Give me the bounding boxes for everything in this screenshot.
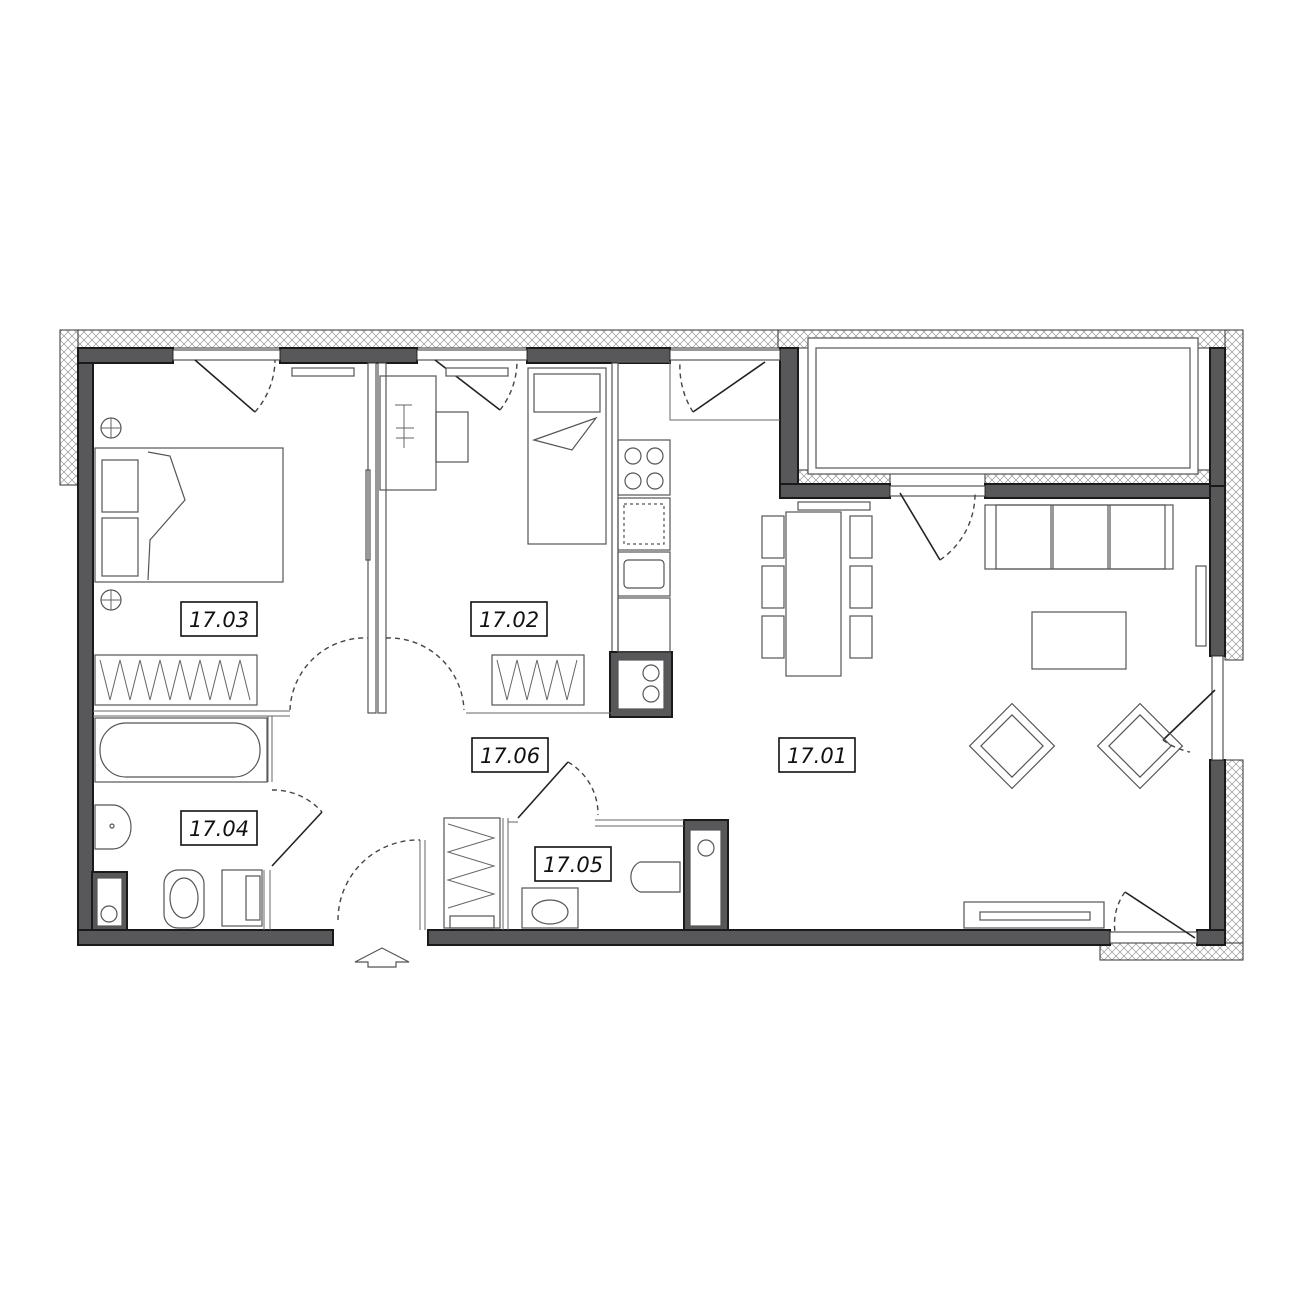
windows: [172, 337, 1224, 944]
room-label-17-01: 17.01: [778, 737, 856, 773]
room-number-17-02: 17.02: [479, 608, 539, 632]
entrance-arrow-icon: [354, 947, 410, 968]
kitchen-furniture: [617, 361, 780, 653]
doors: [194, 359, 1216, 939]
room-label-17-05: 17.05: [534, 846, 612, 882]
study-furniture: [379, 367, 607, 706]
bathroom-furniture: [94, 717, 268, 929]
room-number-17-01: 17.01: [787, 744, 847, 768]
room-label-17-03: 17.03: [180, 601, 258, 637]
partitions: [91, 362, 729, 931]
room-label-17-04: 17.04: [180, 810, 258, 846]
wc-furniture: [443, 817, 681, 929]
room-number-17-06: 17.06: [480, 744, 540, 768]
room-label-17-06: 17.06: [471, 737, 549, 773]
room-number-17-04: 17.04: [189, 817, 249, 841]
bedroom-furniture: [94, 367, 371, 706]
room-number-17-05: 17.05: [543, 853, 603, 877]
room-number-17-03: 17.03: [189, 608, 249, 632]
room-label-17-02: 17.02: [470, 601, 548, 637]
living-furniture: [761, 501, 1207, 929]
